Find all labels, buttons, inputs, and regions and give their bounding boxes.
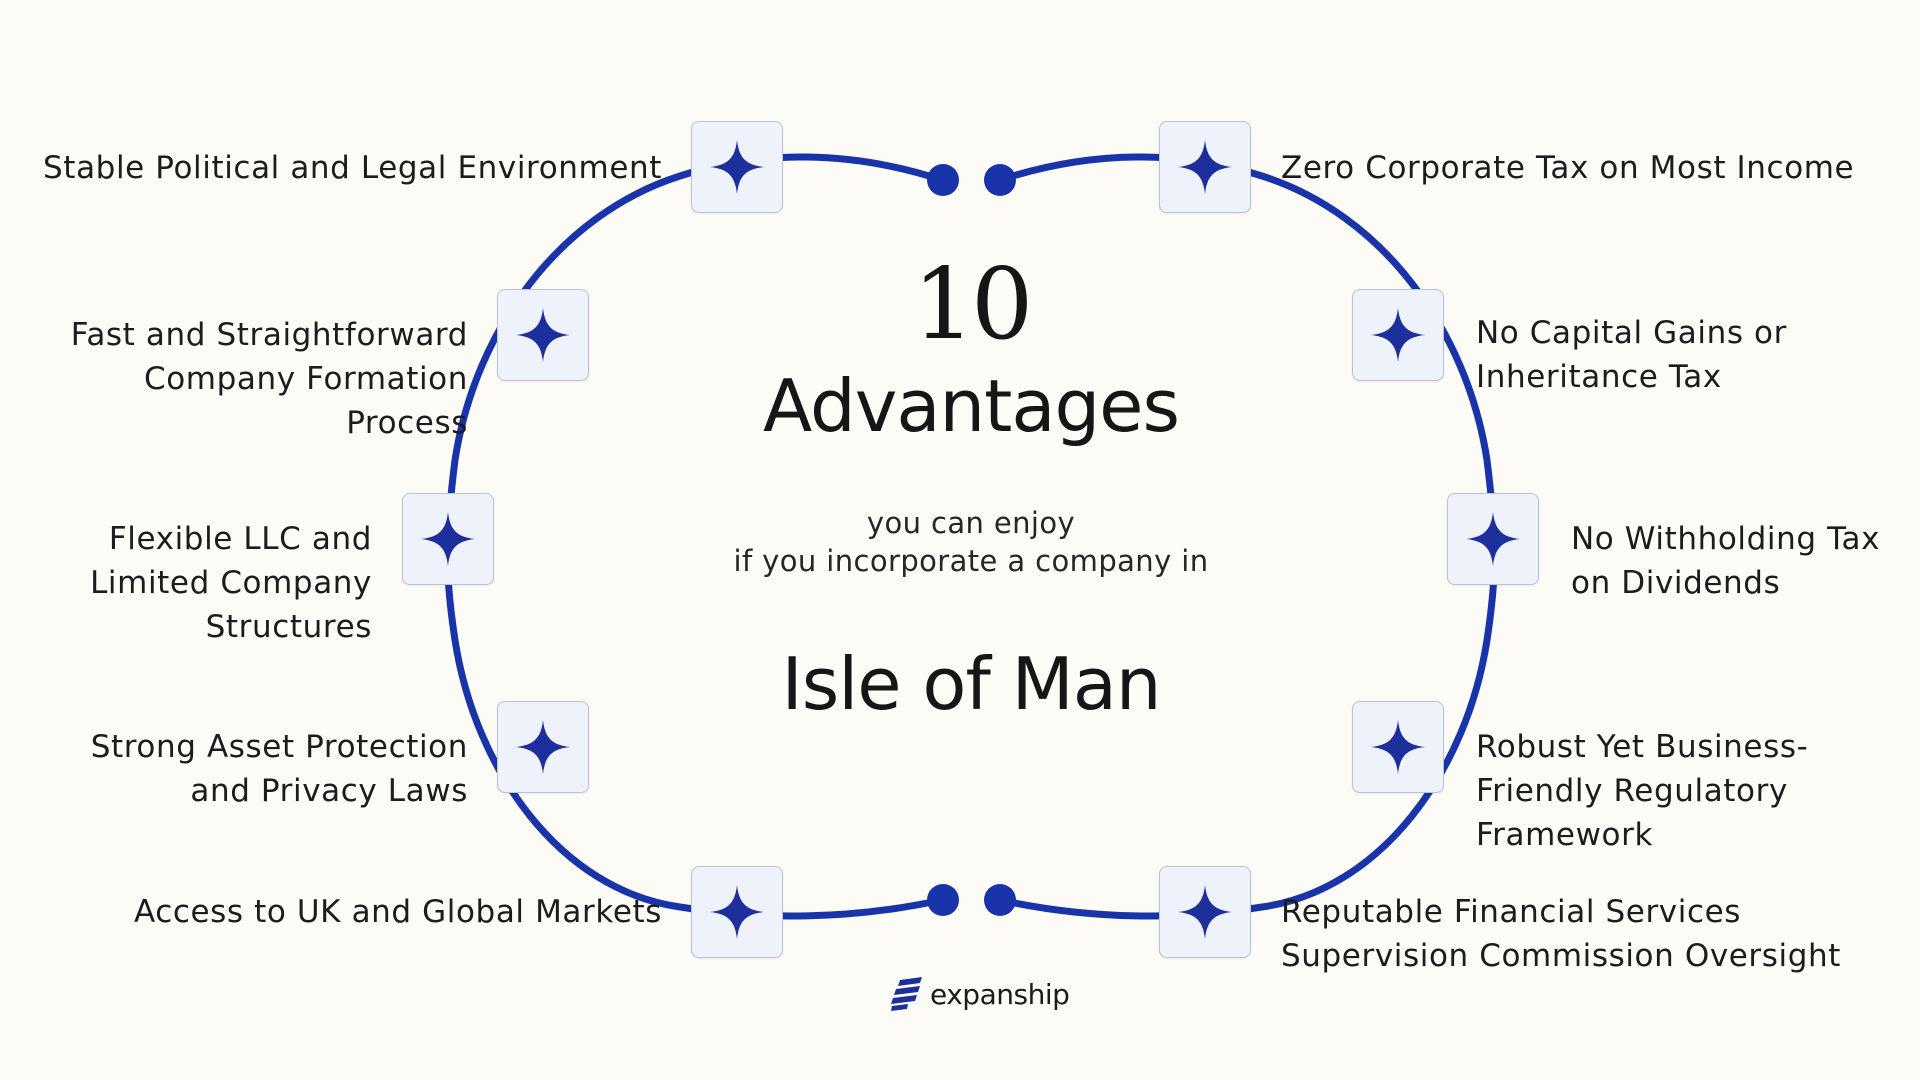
label-line: Supervision Commission Oversight <box>1281 938 1842 974</box>
advantage-count: 10 <box>912 248 1034 362</box>
four-point-star-icon <box>1371 720 1425 774</box>
brand: expanship <box>890 976 1070 1012</box>
node-9 <box>1352 701 1444 793</box>
label-line: Stable Political and Legal Environment <box>43 150 662 186</box>
node-6 <box>1159 121 1251 213</box>
expanship-logo-icon <box>891 977 922 1011</box>
four-point-star-icon <box>1371 308 1425 362</box>
node-10 <box>1159 866 1251 958</box>
four-point-star-icon <box>1178 140 1232 194</box>
brand-name: expanship <box>930 977 1070 1011</box>
label-line: Framework <box>1476 817 1654 853</box>
advantage-label-9: Robust Yet Business- Friendly Regulatory… <box>1476 725 1808 857</box>
advantage-label-7: No Capital Gains or Inheritance Tax <box>1476 311 1787 399</box>
label-line: Friendly Regulatory <box>1476 773 1788 809</box>
advantage-label-2: Fast and Straightforward Company Formati… <box>71 313 468 445</box>
label-line: No Withholding Tax <box>1571 521 1881 557</box>
advantage-label-3: Flexible LLC and Limited Company Structu… <box>90 517 372 649</box>
place-name: Isle of Man <box>781 642 1161 726</box>
label-line: Flexible LLC and <box>108 521 372 557</box>
label-line: Inheritance Tax <box>1476 359 1722 395</box>
label-line: Access to UK and Global Markets <box>133 894 662 930</box>
label-line: Fast and Straightforward <box>70 317 468 353</box>
ring-end-dot-top-right <box>984 164 1016 196</box>
label-line: No Capital Gains or <box>1476 315 1787 351</box>
four-point-star-icon <box>516 308 570 362</box>
advantage-label-10: Reputable Financial Services Supervision… <box>1281 890 1841 978</box>
ring-end-dot-bottom-left <box>927 884 959 916</box>
four-point-star-icon <box>1178 885 1232 939</box>
node-2 <box>497 289 589 381</box>
label-line: Company Formation <box>144 361 468 397</box>
advantage-label-6: Zero Corporate Tax on Most Income <box>1281 146 1854 190</box>
label-line: on Dividends <box>1571 565 1781 601</box>
four-point-star-icon <box>421 512 475 566</box>
node-3 <box>402 493 494 585</box>
label-line: Zero Corporate Tax on Most Income <box>1281 150 1855 186</box>
subtitle-line-1: you can enjoy <box>866 506 1076 540</box>
ring-end-dot-bottom-right <box>984 884 1016 916</box>
label-line: and Privacy Laws <box>190 773 468 809</box>
advantage-label-1: Stable Political and Legal Environment <box>43 146 662 190</box>
advantage-label-4: Strong Asset Protection and Privacy Laws <box>91 725 468 813</box>
four-point-star-icon <box>710 885 764 939</box>
node-5 <box>691 866 783 958</box>
subtitle-line-2: if you incorporate a company in <box>733 544 1209 578</box>
four-point-star-icon <box>516 720 570 774</box>
page-title: Advantages <box>763 364 1180 448</box>
four-point-star-icon <box>1466 512 1520 566</box>
advantage-label-5: Access to UK and Global Markets <box>134 890 662 934</box>
four-point-star-icon <box>710 140 764 194</box>
label-line: Limited Company <box>90 565 372 601</box>
node-1 <box>691 121 783 213</box>
label-line: Robust Yet Business- <box>1476 729 1809 765</box>
node-4 <box>497 701 589 793</box>
label-line: Structures <box>205 609 372 645</box>
advantage-label-8: No Withholding Tax on Dividends <box>1571 517 1880 605</box>
node-7 <box>1352 289 1444 381</box>
ring-end-dot-top-left <box>927 164 959 196</box>
label-line: Process <box>346 405 468 441</box>
node-8 <box>1447 493 1539 585</box>
label-line: Strong Asset Protection <box>90 729 468 765</box>
label-line: Reputable Financial Services <box>1281 894 1742 930</box>
